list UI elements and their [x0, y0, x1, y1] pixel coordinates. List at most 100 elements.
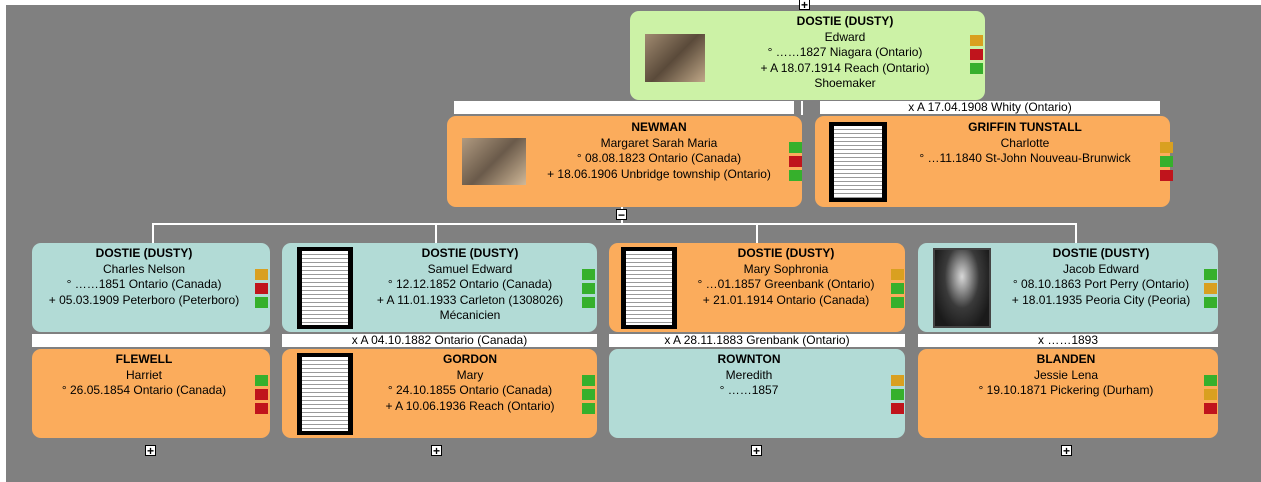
connector-line: [801, 101, 803, 115]
given-name: Charles Nelson: [102, 261, 186, 276]
connector-line: [152, 223, 1077, 225]
status-flag: [1160, 156, 1173, 167]
surname: GORDON: [443, 352, 497, 366]
expand-toggle[interactable]: +: [431, 444, 442, 458]
birth-info: ° ……1827 Niagara (Ontario): [767, 45, 923, 59]
marriage-bar: x ……1893: [918, 334, 1218, 347]
death-info: + 21.01.1914 Ontario (Canada): [702, 292, 870, 307]
person-card-partner[interactable]: ROWNTON Meredith ° ……1857: [609, 349, 905, 438]
death-info: + A 10.06.1936 Reach (Ontario): [385, 398, 555, 413]
status-flag: [582, 389, 595, 400]
person-card-partner[interactable]: BLANDEN Jessie Lena ° 19.10.1871 Pickeri…: [918, 349, 1218, 438]
given-name: Charlotte: [1000, 135, 1050, 150]
given-name: Meredith: [725, 367, 773, 382]
given-name: Jacob Edward: [1062, 261, 1140, 276]
expand-toggle[interactable]: +: [751, 444, 762, 458]
death-info: + A 18.07.1914 Reach (Ontario): [760, 60, 930, 75]
person-details: DOSTIE (DUSTY) Mary Sophronia ° …01.1857…: [683, 246, 889, 308]
status-flag: [789, 142, 802, 153]
status-flag: [255, 389, 268, 400]
death-info: + A 11.01.1933 Carleton (1308026): [376, 292, 564, 307]
birth-info: ° 08.10.1863 Port Perry (Ontario): [1012, 277, 1190, 291]
person-card-partner[interactable]: GORDON Mary ° 24.10.1855 Ontario (Canada…: [282, 349, 597, 438]
person-details: DOSTIE (DUSTY) Charles Nelson ° ……1851 O…: [34, 246, 254, 308]
marriage-bar: [454, 101, 794, 114]
status-flag: [891, 269, 904, 280]
document-thumbnail: [621, 247, 677, 329]
status-flag: [789, 156, 802, 167]
document-thumbnail: [297, 353, 353, 435]
surname: DOSTIE (DUSTY): [95, 246, 193, 260]
person-card-partner[interactable]: FLEWELL Harriet ° 26.05.1854 Ontario (Ca…: [32, 349, 270, 438]
person-details: GORDON Mary ° 24.10.1855 Ontario (Canada…: [360, 352, 580, 414]
given-name: Mary Sophronia: [743, 261, 829, 276]
status-flag: [582, 403, 595, 414]
surname: BLANDEN: [1036, 352, 1096, 366]
expand-toggle[interactable]: +: [145, 444, 156, 458]
status-flag: [255, 375, 268, 386]
given-name: Samuel Edward: [427, 261, 513, 276]
person-details: BLANDEN Jessie Lena ° 19.10.1871 Pickeri…: [958, 352, 1174, 399]
birth-info: ° 08.08.1823 Ontario (Canada): [576, 151, 742, 165]
death-info: + 05.03.1909 Peterboro (Peterboro): [48, 292, 240, 307]
marriage-bar: x A 17.04.1908 Whity (Ontario): [820, 101, 1160, 114]
given-name: Jessie Lena: [1033, 367, 1099, 382]
status-flag: [582, 297, 595, 308]
status-flag: [891, 297, 904, 308]
death-info: + 18.01.1935 Peoria City (Peoria): [1011, 292, 1191, 307]
photo-thumbnail: [462, 138, 526, 185]
birth-info: ° 12.12.1852 Ontario (Canada): [387, 277, 553, 291]
given-name: Margaret Sarah Maria: [600, 135, 718, 150]
occupation: Mécanicien: [439, 308, 501, 322]
person-card-child[interactable]: DOSTIE (DUSTY) Mary Sophronia ° …01.1857…: [609, 243, 905, 332]
person-card-spouse[interactable]: NEWMAN Margaret Sarah Maria ° 08.08.1823…: [447, 116, 802, 207]
marriage-bar: [32, 334, 270, 347]
person-details: DOSTIE (DUSTY) Edward ° ……1827 Niagara (…: [725, 14, 965, 92]
status-flag: [891, 283, 904, 294]
status-flag: [1204, 403, 1217, 414]
document-thumbnail: [297, 247, 353, 329]
surname: GRIFFIN TUNSTALL: [968, 120, 1082, 134]
photo-thumbnail: [645, 34, 705, 82]
person-details: FLEWELL Harriet ° 26.05.1854 Ontario (Ca…: [34, 352, 254, 399]
birth-info: ° …01.1857 Greenbank (Ontario): [697, 277, 875, 291]
collapse-toggle[interactable]: −: [616, 208, 627, 222]
collapse-toggle[interactable]: +: [799, 0, 810, 12]
person-card-spouse[interactable]: GRIFFIN TUNSTALL Charlotte ° …11.1840 St…: [815, 116, 1173, 207]
birth-info: ° 19.10.1871 Pickering (Durham): [978, 383, 1154, 397]
person-card-child[interactable]: DOSTIE (DUSTY) Samuel Edward ° 12.12.185…: [282, 243, 597, 332]
tree-canvas: + DOSTIE (DUSTY) Edward ° ……1827 Niagara…: [6, 0, 1261, 482]
status-flag: [891, 375, 904, 386]
status-flag: [255, 297, 268, 308]
surname: FLEWELL: [115, 352, 173, 366]
expand-toggle[interactable]: +: [1061, 444, 1072, 458]
document-thumbnail: [829, 122, 887, 202]
connector-line: [756, 223, 758, 243]
person-details: DOSTIE (DUSTY) Samuel Edward ° 12.12.185…: [360, 246, 580, 324]
birth-info: ° 24.10.1855 Ontario (Canada): [387, 383, 553, 397]
status-flag: [1204, 375, 1217, 386]
birth-info: ° 26.05.1854 Ontario (Canada): [61, 383, 227, 397]
person-card-child[interactable]: DOSTIE (DUSTY) Jacob Edward ° 08.10.1863…: [918, 243, 1218, 332]
connector-line: [435, 223, 437, 243]
status-flag: [1160, 170, 1173, 181]
status-flag: [1204, 297, 1217, 308]
surname: NEWMAN: [631, 120, 687, 134]
status-flag: [255, 403, 268, 414]
status-flag: [1204, 283, 1217, 294]
status-flag: [582, 269, 595, 280]
given-name: Harriet: [125, 367, 162, 382]
person-details: NEWMAN Margaret Sarah Maria ° 08.08.1823…: [531, 120, 787, 182]
person-card-root[interactable]: DOSTIE (DUSTY) Edward ° ……1827 Niagara (…: [630, 11, 985, 100]
given-name: Mary: [456, 367, 484, 382]
occupation: Shoemaker: [814, 76, 876, 90]
marriage-bar: x A 28.11.1883 Grenbank (Ontario): [609, 334, 905, 347]
photo-thumbnail: [933, 248, 991, 328]
status-flag: [970, 49, 983, 60]
status-flag: [255, 269, 268, 280]
person-card-child[interactable]: DOSTIE (DUSTY) Charles Nelson ° ……1851 O…: [32, 243, 270, 332]
marriage-bar: x A 04.10.1882 Ontario (Canada): [282, 334, 597, 347]
person-details: GRIFFIN TUNSTALL Charlotte ° …11.1840 St…: [895, 120, 1155, 167]
status-flag: [891, 389, 904, 400]
surname: DOSTIE (DUSTY): [1052, 246, 1150, 260]
